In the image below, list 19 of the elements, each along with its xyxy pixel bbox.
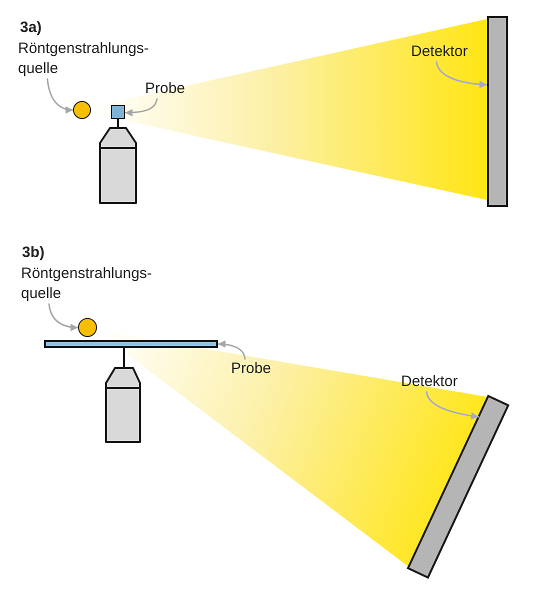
- callout-label: Probe: [231, 359, 272, 379]
- source-circle: [73, 101, 91, 119]
- leader-arrow: [46, 78, 74, 114]
- detector-panel: [406, 395, 510, 579]
- callout-label: Röntgenstrahlungs- quelle: [21, 264, 161, 304]
- sample-plate: [44, 340, 218, 348]
- leader-arrow: [48, 303, 79, 331]
- callout-label: Detektor: [401, 372, 458, 392]
- leader-arrow: [436, 61, 488, 88]
- detector-panel: [487, 16, 508, 207]
- panel-heading: 3b): [22, 243, 44, 263]
- panel-heading: 3a): [20, 18, 42, 38]
- leader-arrow: [426, 391, 480, 420]
- callout-label: Röntgenstrahlungs- quelle: [18, 39, 158, 79]
- sample-square: [111, 105, 125, 119]
- callout-label: Probe: [145, 79, 186, 99]
- leader-arrow: [124, 98, 158, 116]
- callout-label: Detektor: [411, 42, 468, 62]
- source-circle: [78, 318, 97, 337]
